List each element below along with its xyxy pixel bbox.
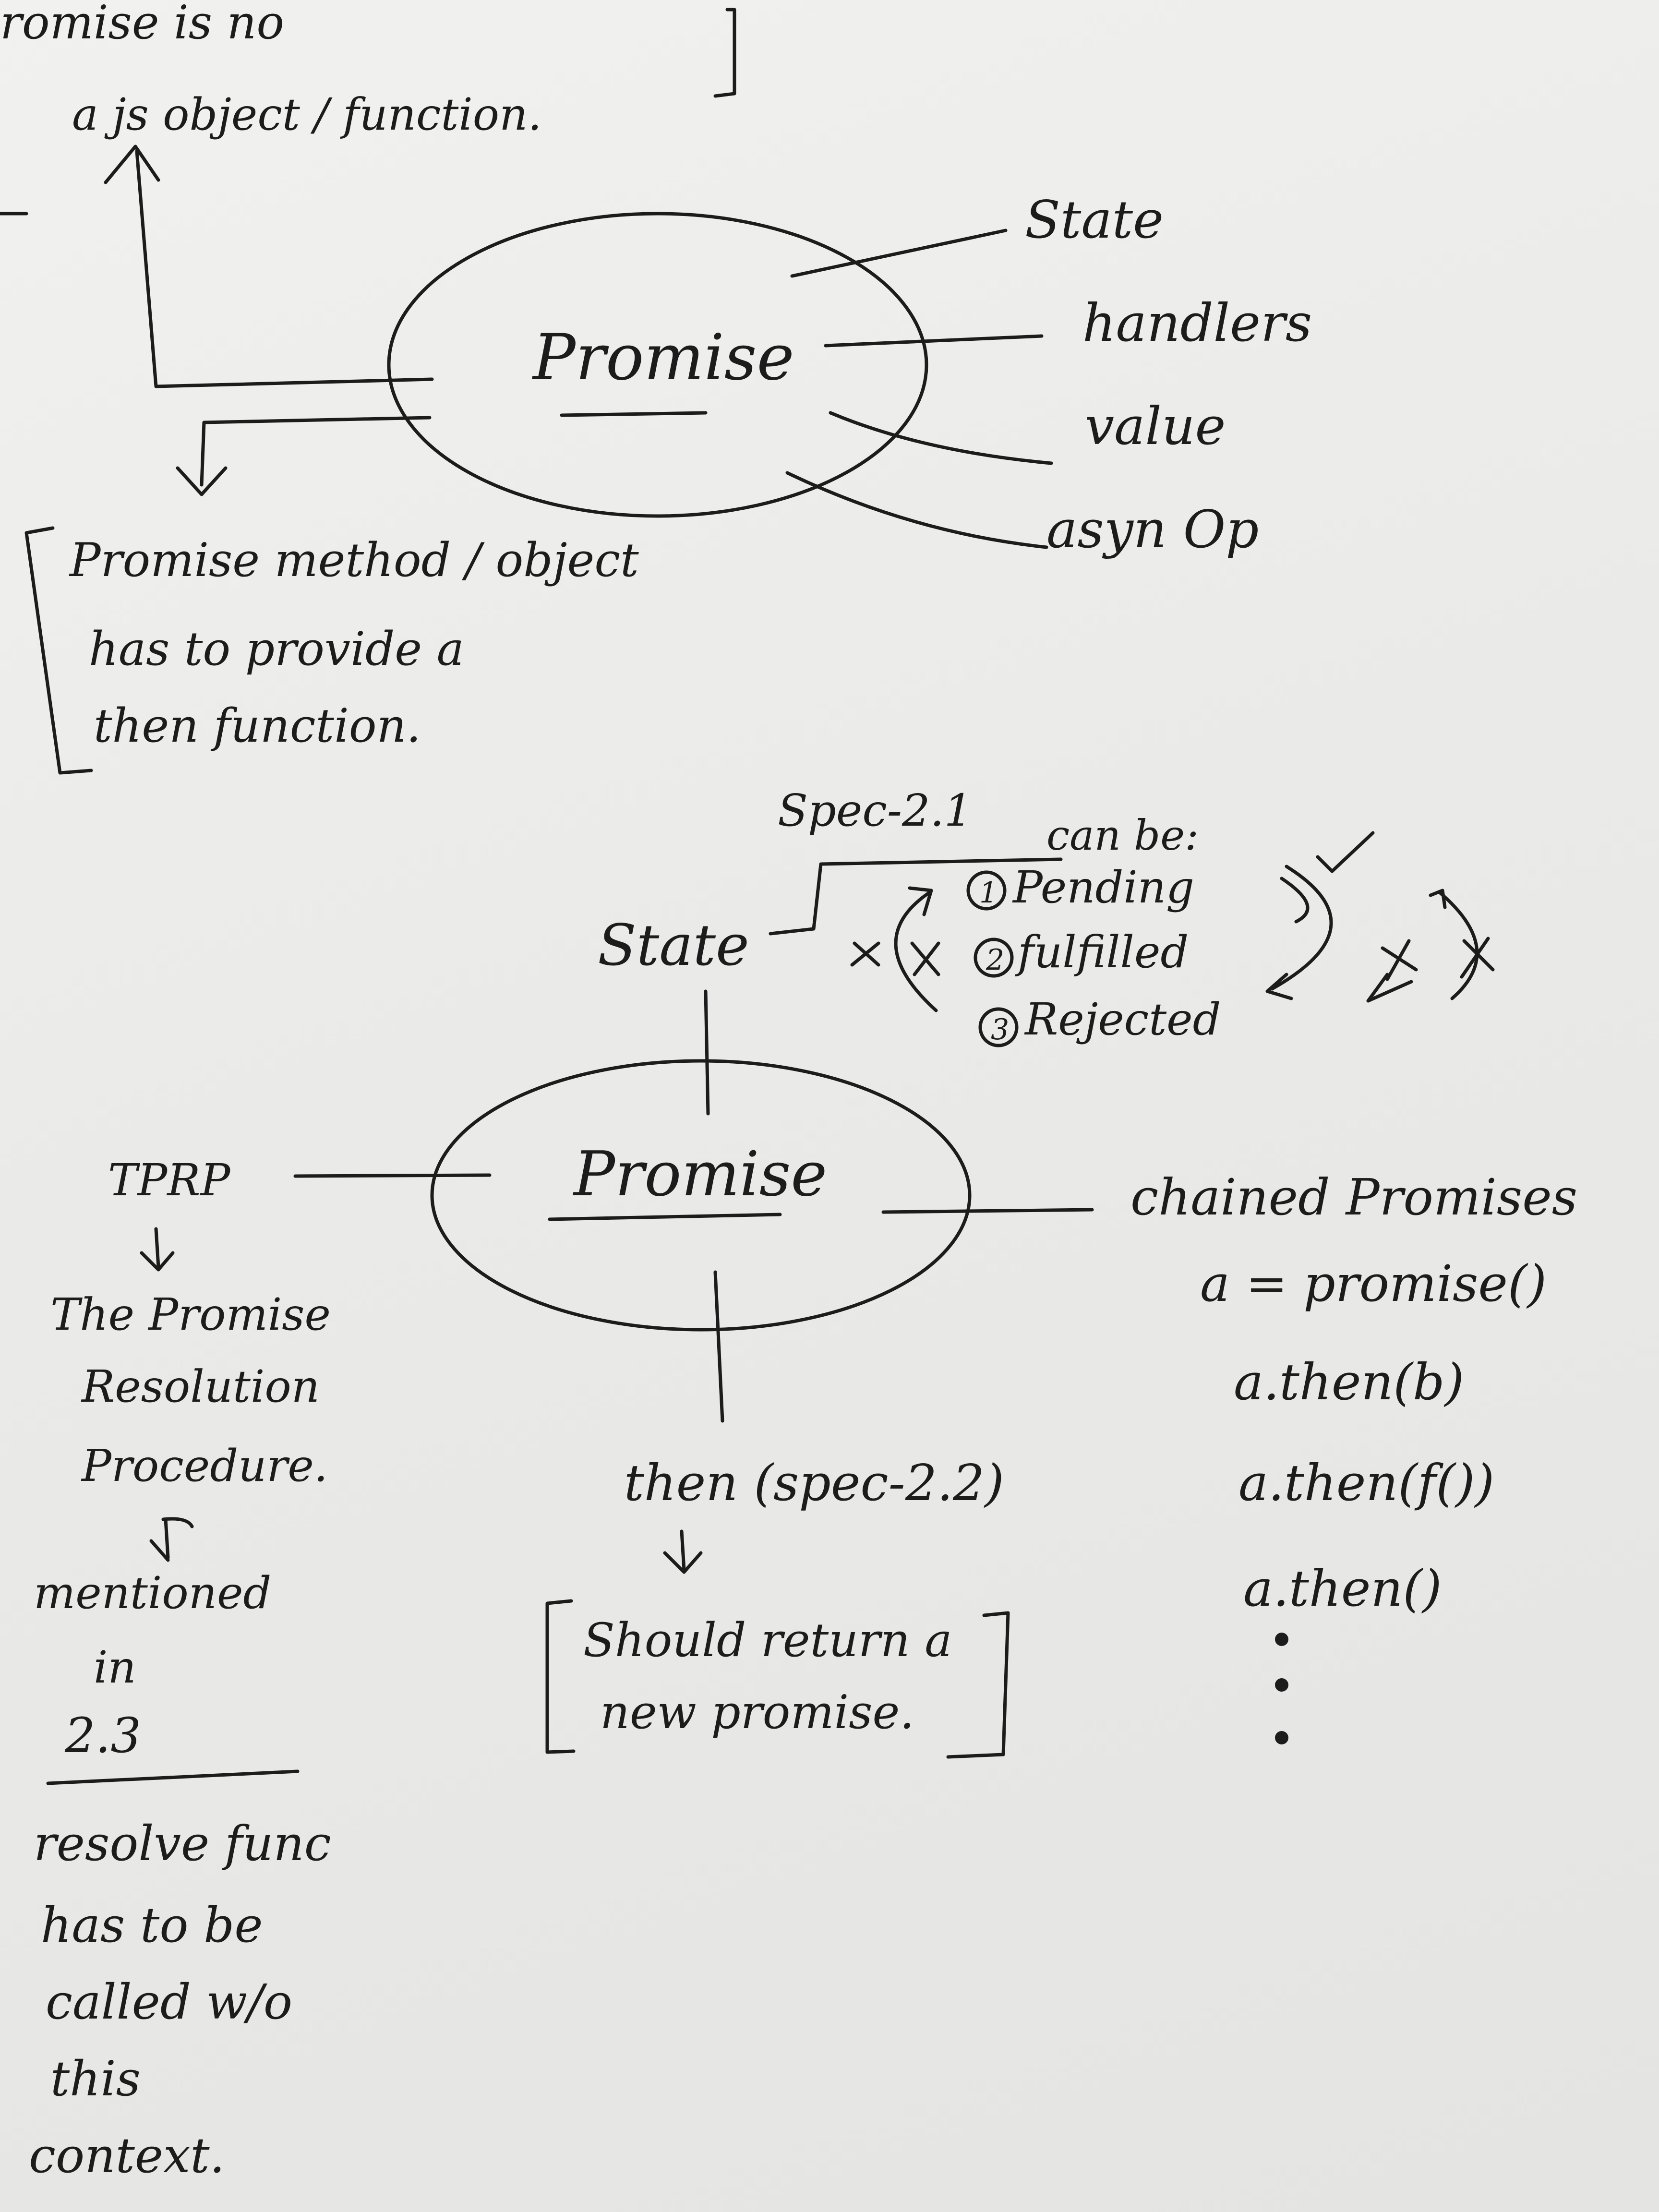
tprp-arrow-down-2: [149, 1517, 194, 1562]
arrowhead-up: [104, 144, 160, 184]
then-note-line1: Should return a: [583, 1613, 952, 1667]
diagram2-ellipse: [430, 1059, 972, 1332]
tprp-expansion-1: The Promise: [50, 1289, 331, 1340]
then-note-bracket-right: [946, 1611, 1010, 1759]
state-to-promise-connector: [704, 989, 710, 1116]
then-connector: [713, 1270, 724, 1423]
property-value: value: [1085, 397, 1226, 457]
state-marker-3-number: 3: [991, 1013, 1009, 1046]
then-label: then (spec-2.2): [624, 1454, 1004, 1512]
connector-state: [790, 228, 1008, 278]
state-marker-2: [974, 938, 1014, 978]
tprp-note-line1: resolve func: [34, 1815, 331, 1872]
transition-arrowhead-left: [908, 886, 933, 916]
connector-asynop: [785, 471, 1048, 549]
diagram2-center-label: Promise: [573, 1139, 827, 1210]
diagram1-note-bracket: [24, 526, 93, 775]
tprp-mentioned: mentioned: [34, 1567, 271, 1619]
top-note-line1: romise is no: [0, 0, 284, 49]
chained-title: chained Promises: [1130, 1168, 1577, 1226]
connector-handlers: [824, 334, 1044, 348]
diagram1-note-line2: has to provide a: [89, 622, 464, 676]
diagram1-center-label: Promise: [532, 321, 794, 395]
chained-ellipsis-dot-3: [1275, 1731, 1288, 1744]
transition-arrowhead-right: [1265, 973, 1293, 1000]
connector-down-to-note: [200, 416, 432, 487]
state-marker-3: [978, 1007, 1019, 1047]
then-arrow-down: [663, 1529, 703, 1574]
connector-value: [829, 411, 1053, 465]
connector-up-to-top-note: [135, 149, 434, 388]
then-note-line2: new promise.: [600, 1685, 914, 1739]
state-value-fulfilled: fulfilled: [1015, 926, 1189, 978]
chained-line2: a.then(b): [1234, 1353, 1464, 1411]
state-marker-1-number: 1: [979, 876, 998, 910]
tprp-section: 2.3: [64, 1707, 141, 1764]
tprp-expansion-3: Procedure.: [81, 1440, 328, 1491]
property-state: State: [1025, 190, 1164, 250]
chained-line1: a = promise(): [1200, 1254, 1547, 1313]
state-marker-2-number: 2: [986, 943, 1004, 977]
state-value-rejected: Rejected: [1024, 994, 1221, 1045]
transition-cross-left: [850, 941, 940, 976]
transition-cross-far-right: [1381, 937, 1495, 981]
chained-connector: [881, 1208, 1094, 1214]
tprp-arrow-down: [140, 1227, 175, 1272]
diagram1-note-line3: then function.: [94, 699, 421, 753]
tprp-note-line5: context.: [29, 2128, 225, 2184]
property-handlers: handlers: [1082, 293, 1312, 353]
diagram1-center-underline: [560, 411, 708, 417]
tprp-in: in: [94, 1642, 136, 1693]
transition-arrowhead-far-left: [1366, 973, 1413, 1003]
transition-arrow-right-large: [1270, 865, 1333, 991]
chained-line4: a.then(): [1243, 1559, 1442, 1618]
then-note-bracket-left: [545, 1599, 576, 1754]
diagram1-ellipse: [387, 212, 928, 518]
transition-arrow-far-right: [1429, 889, 1479, 1000]
tprp-expansion-2: Resolution: [81, 1361, 320, 1412]
arrowhead-down: [176, 466, 228, 496]
tprp-abbrev: TPRP: [108, 1154, 231, 1206]
state-value-pending: Pending: [1012, 862, 1194, 913]
state-spec: Spec-2.1: [778, 785, 972, 836]
transition-arrow-left: [894, 891, 938, 1012]
state-label: State: [598, 912, 749, 978]
chained-ellipsis-dot-2: [1275, 1678, 1288, 1692]
tprp-note-line4: this: [50, 2051, 141, 2107]
top-note-bracket: [713, 8, 736, 98]
state-spec-connector: [769, 857, 1063, 936]
chained-line3: a.then(f()): [1238, 1454, 1494, 1512]
diagram1-note-line1: Promise method / object: [69, 533, 639, 587]
tprp-note-line2: has to be: [41, 1897, 263, 1953]
state-marker-1: [966, 870, 1007, 911]
chained-ellipsis-dot-1: [1275, 1633, 1288, 1646]
diagram2-center-underline: [548, 1213, 782, 1221]
top-note-line2: a js object / function.: [72, 89, 542, 140]
tprp-divider: [46, 1769, 300, 1785]
property-asynop: asyn Op: [1046, 500, 1259, 560]
tprp-connector: [293, 1173, 492, 1178]
state-can-be: can be:: [1046, 812, 1199, 860]
transition-arrow-right-small: [1280, 877, 1310, 924]
tprp-note-line3: called w/o: [46, 1974, 292, 2030]
checkmark: [1316, 831, 1375, 873]
